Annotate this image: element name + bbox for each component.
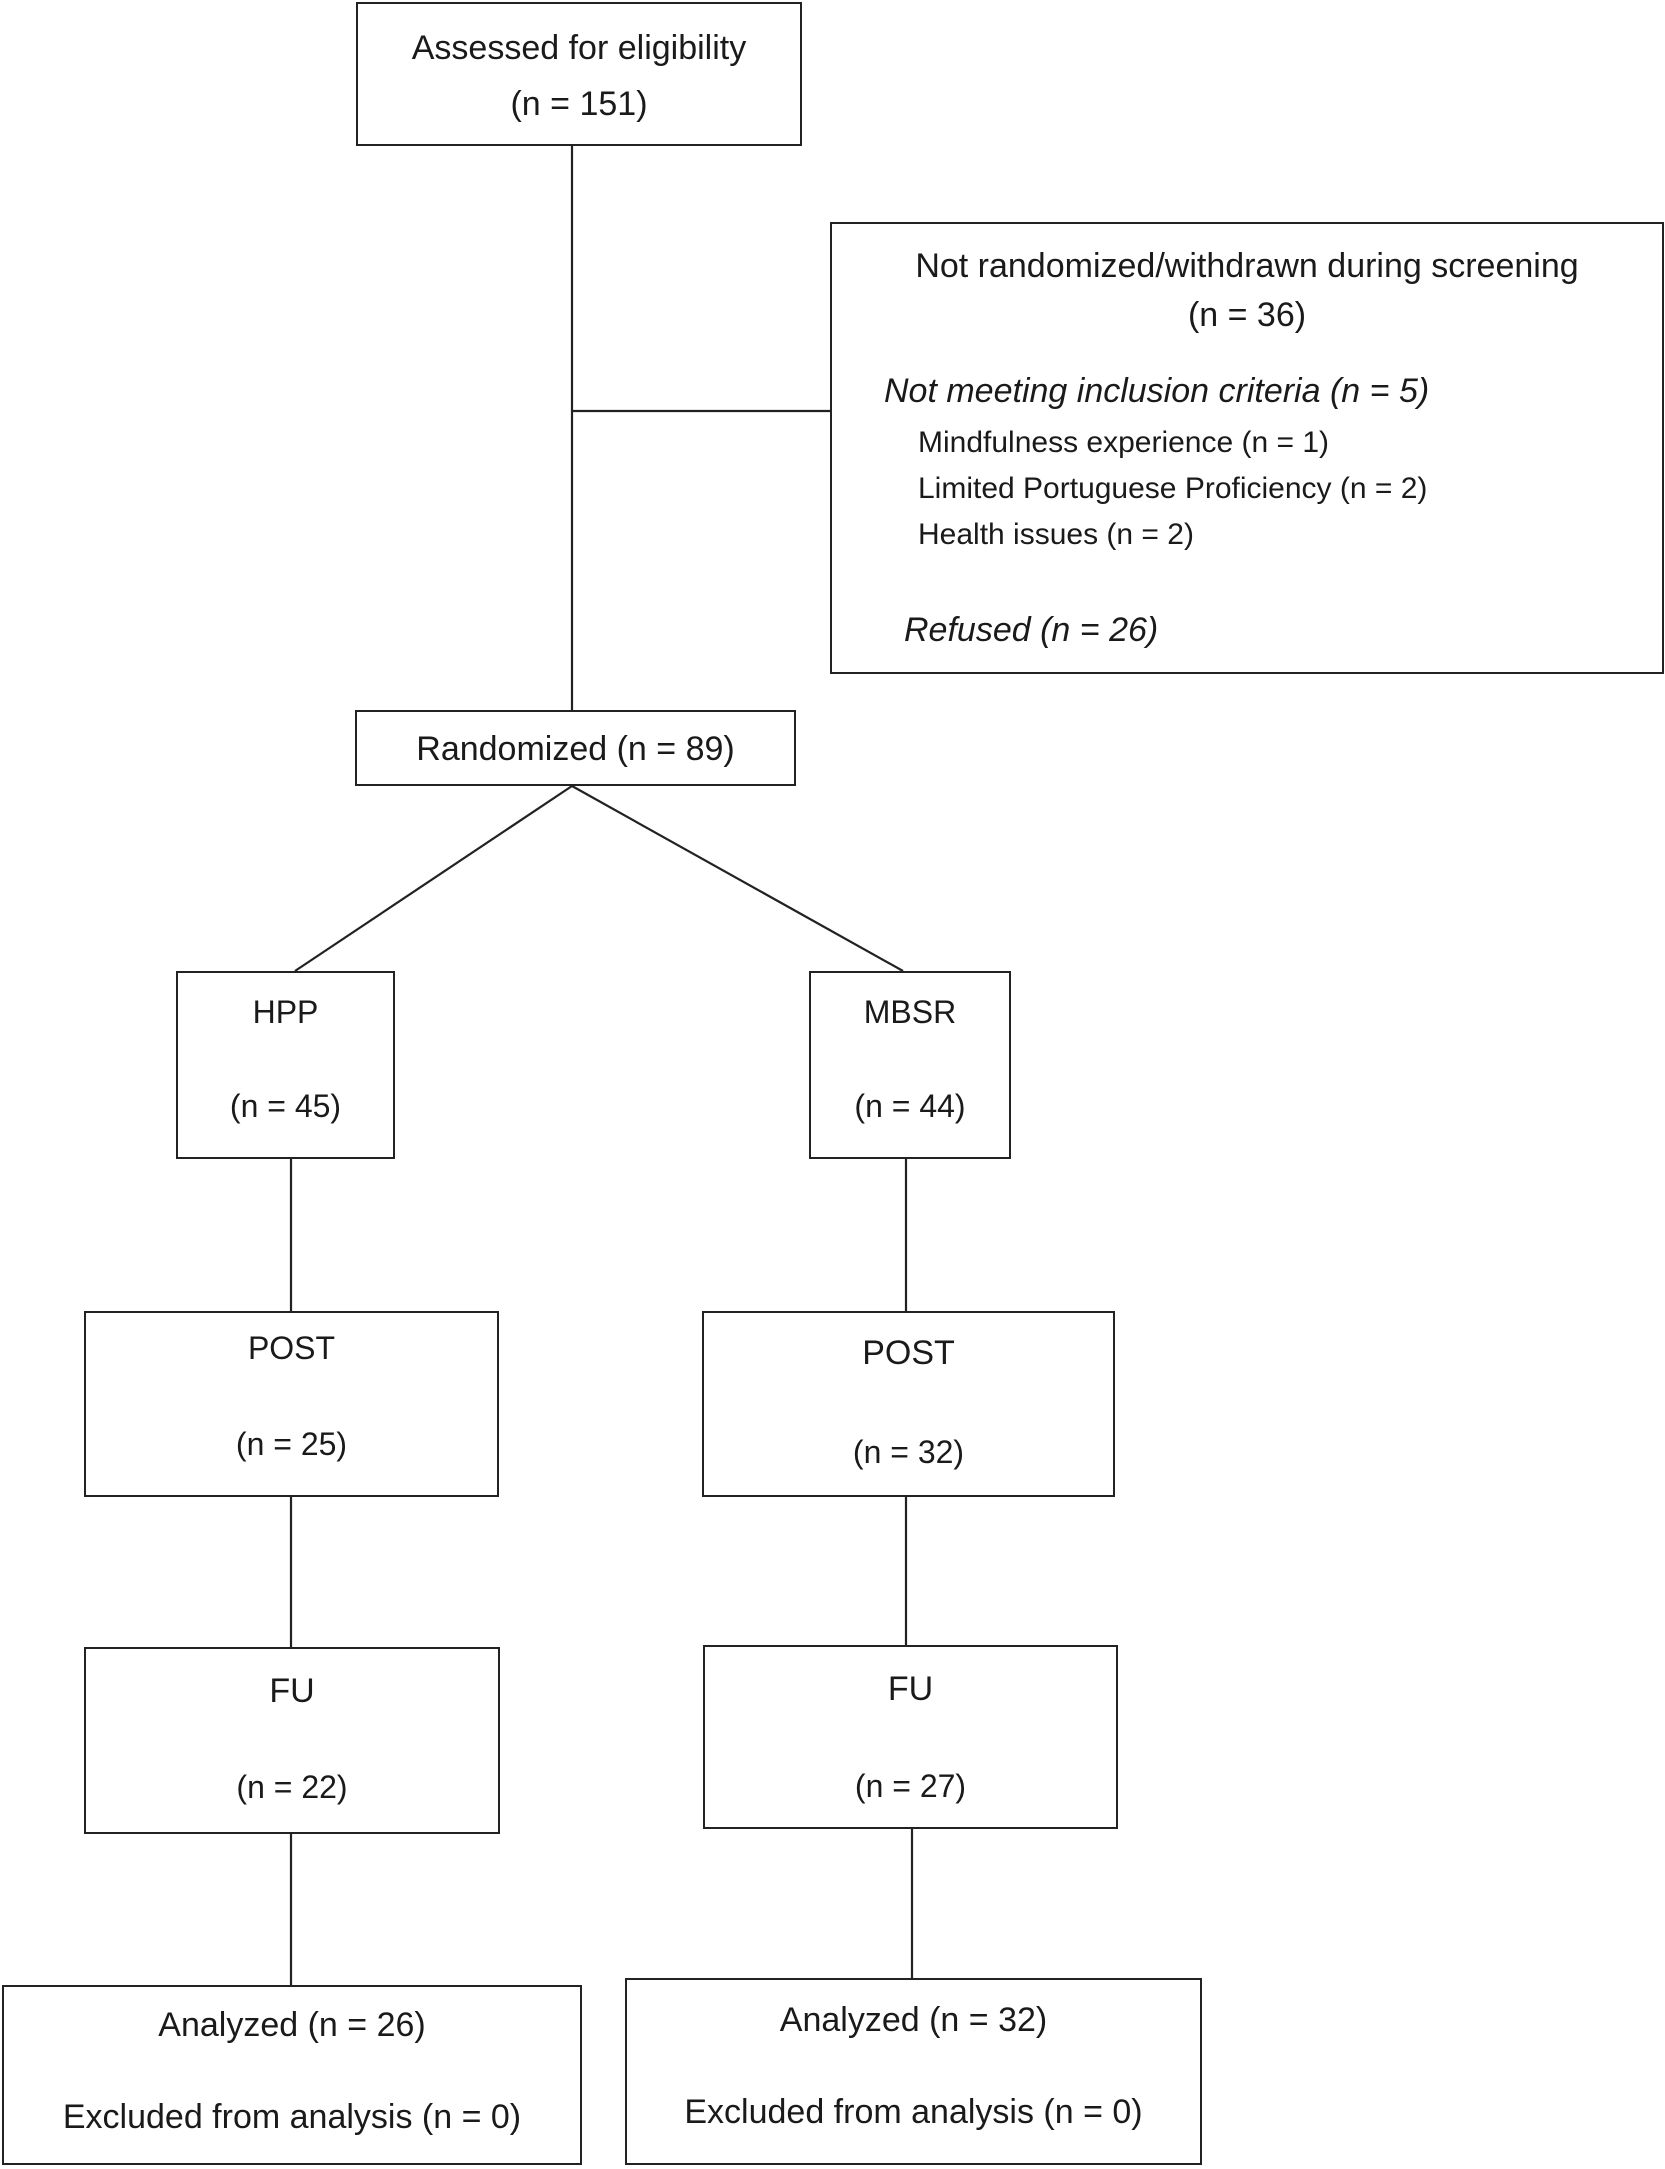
hpp-post-box: POST (n = 25) xyxy=(84,1311,499,1497)
excluded-refused: Refused (n = 26) xyxy=(904,611,1159,649)
hpp-fu-box: FU (n = 22) xyxy=(84,1647,500,1834)
mbsr-analysis-box: Analyzed (n = 32) Excluded from analysis… xyxy=(625,1978,1202,2165)
assessed-count: (n = 151) xyxy=(510,85,648,123)
mbsr-excluded-from-analysis: Excluded from analysis (n = 0) xyxy=(684,2093,1143,2131)
excluded-title: Not randomized/withdrawn during screenin… xyxy=(915,247,1579,285)
hpp-excluded-from-analysis: Excluded from analysis (n = 0) xyxy=(62,2098,522,2136)
mbsr-arm-label: MBSR xyxy=(863,994,957,1030)
mbsr-post-box: POST (n = 32) xyxy=(702,1311,1115,1497)
hpp-arm-count: (n = 45) xyxy=(229,1088,342,1124)
mbsr-post-label: POST xyxy=(862,1334,955,1372)
excluded-count: (n = 36) xyxy=(1187,296,1307,334)
excluded-reason: Mindfulness experience (n = 1) xyxy=(918,426,1330,459)
excluded-reason: Health issues (n = 2) xyxy=(918,518,1194,551)
hpp-arm-label: HPP xyxy=(252,994,319,1030)
excluded-reason: Limited Portuguese Proficiency (n = 2) xyxy=(918,472,1428,505)
assessed-box: Assessed for eligibility (n = 151) xyxy=(356,2,802,146)
hpp-analysis-box: Analyzed (n = 26) Excluded from analysis… xyxy=(2,1985,582,2165)
excluded-box: Not randomized/withdrawn during screenin… xyxy=(830,222,1664,674)
hpp-analyzed: Analyzed (n = 26) xyxy=(158,2006,426,2044)
mbsr-analyzed: Analyzed (n = 32) xyxy=(779,2001,1048,2039)
hpp-post-label: POST xyxy=(247,1330,336,1366)
mbsr-fu-label: FU xyxy=(887,1670,934,1708)
excluded-criteria-heading: Not meeting inclusion criteria (n = 5) xyxy=(884,372,1430,410)
mbsr-fu-box: FU (n = 27) xyxy=(703,1645,1118,1829)
assessed-title: Assessed for eligibility xyxy=(411,29,747,67)
connector-randomized-to-mbsr xyxy=(571,785,904,972)
randomized-box: Randomized (n = 89) xyxy=(355,710,796,786)
hpp-post-count: (n = 25) xyxy=(235,1426,348,1462)
randomized-label: Randomized (n = 89) xyxy=(416,730,735,768)
hpp-arm-box: HPP (n = 45) xyxy=(176,971,395,1159)
mbsr-fu-count: (n = 27) xyxy=(854,1768,967,1804)
hpp-fu-count: (n = 22) xyxy=(236,1769,348,1805)
connector-randomized-to-hpp xyxy=(294,785,573,972)
mbsr-arm-count: (n = 44) xyxy=(854,1088,966,1124)
mbsr-arm-box: MBSR (n = 44) xyxy=(809,971,1011,1159)
hpp-fu-label: FU xyxy=(269,1672,315,1710)
mbsr-post-count: (n = 32) xyxy=(852,1434,965,1470)
